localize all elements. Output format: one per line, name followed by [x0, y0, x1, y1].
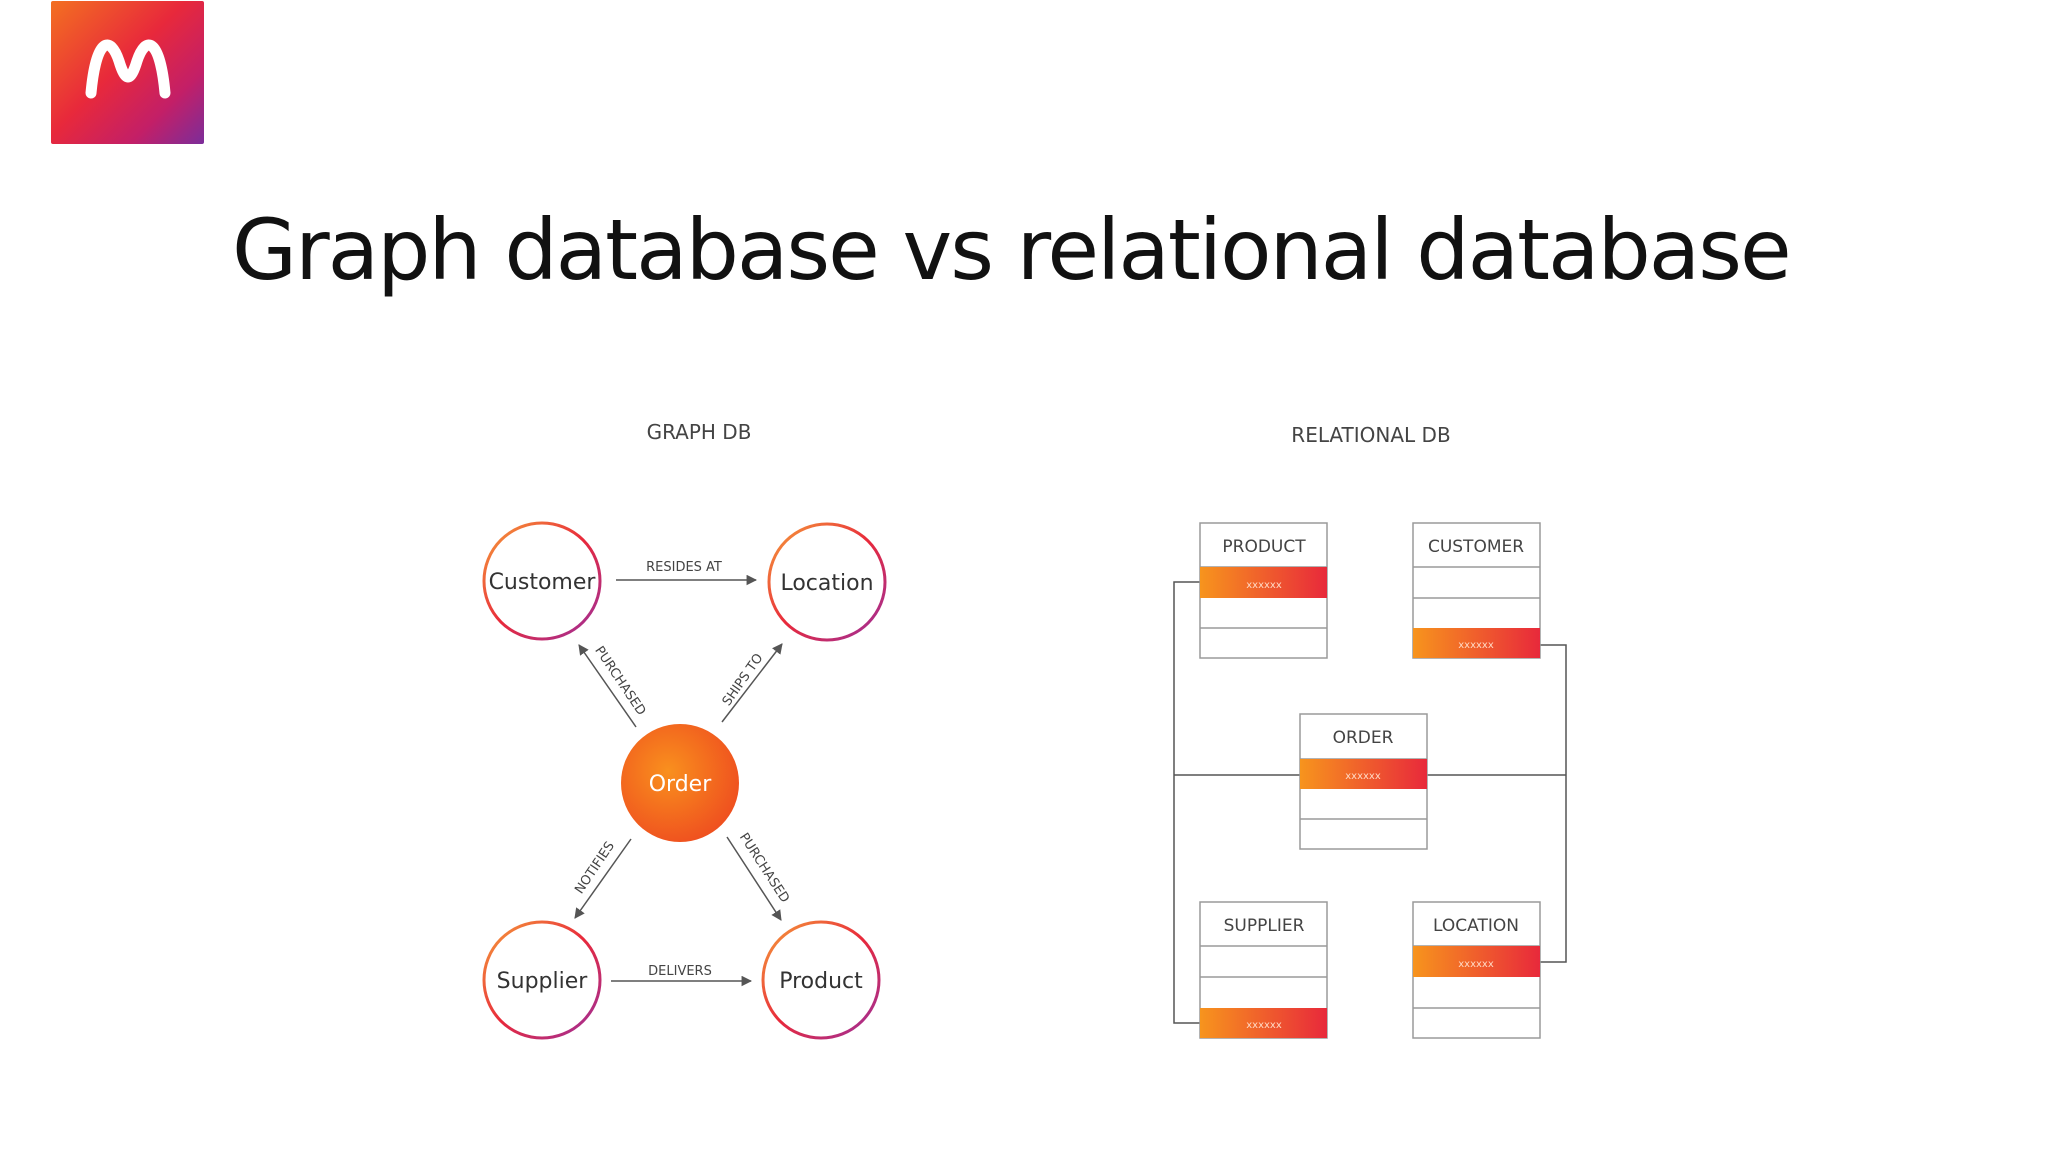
- node-product-label: Product: [779, 969, 863, 994]
- table-customer-key: xxxxxx: [1458, 640, 1494, 651]
- edge-purchased-product: [726, 836, 782, 921]
- table-order: ORDER xxxxxx: [1299, 713, 1428, 850]
- edge-purchased-customer: [578, 644, 637, 728]
- node-order: Order: [621, 724, 739, 842]
- edge-notifies: [574, 838, 632, 919]
- node-customer-label: Customer: [489, 570, 597, 595]
- edge-label-delivers: DELIVERS: [648, 964, 712, 979]
- edge-label-resides-at: RESIDES AT: [646, 560, 722, 575]
- brand-logo: [51, 1, 204, 144]
- node-location: Location: [767, 522, 887, 642]
- table-supplier-name: SUPPLIER: [1224, 916, 1305, 936]
- table-location: LOCATION xxxxxx: [1412, 901, 1541, 1039]
- connector-right: [1540, 644, 1567, 963]
- slide-title: Graph database vs relational database: [232, 201, 1792, 299]
- table-order-key: xxxxxx: [1345, 771, 1381, 782]
- table-supplier: SUPPLIER xxxxxx: [1199, 901, 1328, 1039]
- connector-left: [1173, 581, 1200, 1024]
- node-product: Product: [761, 920, 881, 1040]
- graph-db-heading: GRAPH DB: [647, 420, 752, 444]
- brand-logo-mark-icon: [85, 39, 171, 99]
- edge-ships-to: [721, 643, 783, 723]
- node-supplier-label: Supplier: [497, 969, 589, 994]
- table-supplier-key: xxxxxx: [1246, 1020, 1282, 1031]
- node-location-label: Location: [780, 571, 873, 596]
- table-product-name: PRODUCT: [1222, 537, 1306, 557]
- table-customer-name: CUSTOMER: [1428, 537, 1524, 557]
- table-product-key: xxxxxx: [1246, 580, 1282, 591]
- relational-connectors: [1173, 581, 1567, 1024]
- table-product: PRODUCT xxxxxx: [1199, 522, 1328, 659]
- node-supplier: Supplier: [482, 920, 602, 1040]
- node-order-label: Order: [649, 772, 712, 797]
- edge-label-ships-to: SHIPS TO: [720, 651, 767, 709]
- table-location-name: LOCATION: [1433, 916, 1519, 936]
- table-location-key: xxxxxx: [1458, 959, 1494, 970]
- table-customer: CUSTOMER xxxxxx: [1412, 522, 1541, 659]
- table-order-name: ORDER: [1333, 728, 1394, 748]
- relational-db-heading: RELATIONAL DB: [1291, 423, 1450, 447]
- edge-label-purchased-customer: PURCHASED: [591, 644, 648, 719]
- node-customer: Customer: [482, 521, 602, 641]
